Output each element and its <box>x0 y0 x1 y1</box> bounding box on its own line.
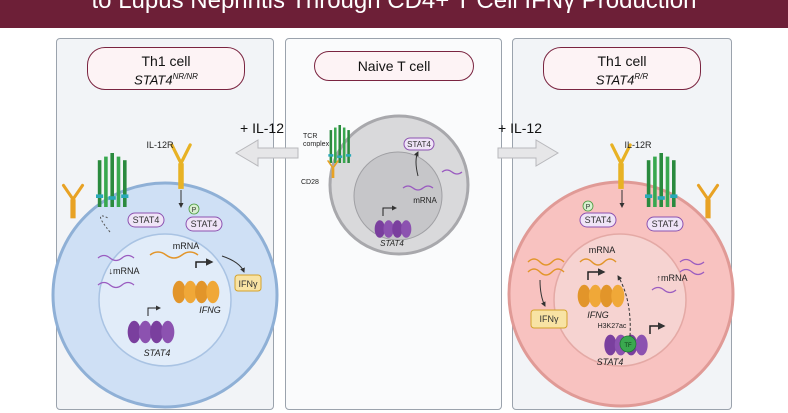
title-banner: to Lupus Nephritis Through CD4+ T Cell I… <box>0 0 788 28</box>
naive-t-cell: TCR complex CD28 STAT4 mRNA STAT4 <box>301 114 470 256</box>
reduced-mrna-label: ↓mRNA <box>109 266 140 276</box>
genotype-superscript: NR/NR <box>172 72 198 81</box>
il12-arrow-right <box>497 139 559 167</box>
th1-cell-nr: IL-12R STAT4 P STAT4 mRNA ↓mRNA IFNG STA… <box>51 140 279 409</box>
h3k27ac-label: H3K27ac <box>598 323 627 330</box>
cell-type-label: Naive T cell <box>357 58 431 74</box>
ifng-protein-label: IFNγ <box>239 279 258 289</box>
panel-title-right: Th1 cell STAT4R/R <box>543 47 701 90</box>
stat4-gene-label: STAT4 <box>380 239 404 248</box>
cd28-icon <box>61 183 85 219</box>
il12-arrow-left <box>235 139 299 167</box>
ifng-gene-label: IFNG <box>199 305 221 315</box>
stat4-protein-label: STAT4 <box>133 215 160 225</box>
banner-title: to Lupus Nephritis Through CD4+ T Cell I… <box>91 0 697 14</box>
pstat4-protein-label: STAT4 <box>191 219 218 229</box>
pstat4-protein-label: STAT4 <box>585 215 612 225</box>
stat4-protein-label: STAT4 <box>407 140 431 149</box>
increased-mrna-label: ↑mRNA <box>657 273 688 283</box>
tf-label: TF <box>624 343 632 349</box>
th1-cell-r: IL-12R P STAT4 STAT4 mRNA ↑mRNA IFNG H3K… <box>507 140 735 408</box>
genotype-label: STAT4R/R <box>544 69 700 88</box>
genotype-label: STAT4NR/NR <box>88 69 244 88</box>
mrna-label: mRNA <box>413 196 437 205</box>
stat4-protein-label: STAT4 <box>652 219 679 229</box>
il12r-label: IL-12R <box>624 140 652 150</box>
phospho-label: P <box>586 204 591 211</box>
genotype-superscript: R/R <box>634 72 649 81</box>
il12-label-left: + IL-12 <box>240 120 284 136</box>
ifng-mrna-label: mRNA <box>173 241 200 251</box>
tcr-complex-icon <box>645 153 678 207</box>
il12r-label: IL-12R <box>146 140 174 150</box>
ifng-protein-label: IFNγ <box>540 314 559 324</box>
ifng-mrna-label: mRNA <box>589 245 616 255</box>
panel-title-middle: Naive T cell <box>314 51 474 81</box>
stat4-gene-label: STAT4 <box>144 348 171 358</box>
panel-title-left: Th1 cell STAT4NR/NR <box>87 47 245 90</box>
cd28-label: CD28 <box>301 179 319 186</box>
tcr-label-line1: TCR <box>303 133 317 140</box>
panel-naive: Naive T cell <box>285 38 502 410</box>
tcr-complex-icon <box>96 153 129 207</box>
cell-type-label: Th1 cell <box>141 53 191 69</box>
il12-label-right: + IL-12 <box>498 120 542 136</box>
gene-name: STAT4 <box>134 72 173 88</box>
cd28-icon <box>696 183 720 219</box>
tcr-complex-icon <box>328 125 352 163</box>
gene-name: STAT4 <box>595 72 635 88</box>
cell-type-label: Th1 cell <box>597 53 647 69</box>
ifng-gene-label: IFNG <box>587 310 609 320</box>
tcr-label-line2: complex <box>303 141 330 148</box>
phospho-label: P <box>192 207 197 214</box>
stat4-gene-label: STAT4 <box>597 357 624 367</box>
